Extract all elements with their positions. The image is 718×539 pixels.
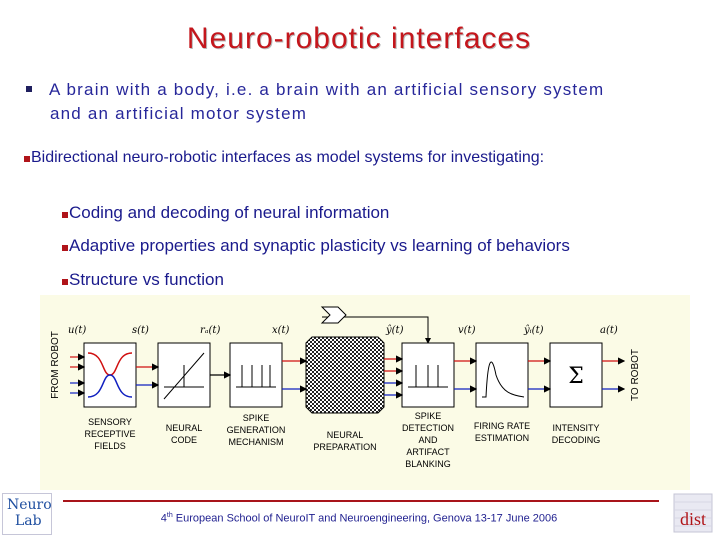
signal-label: a(t) [600,325,618,336]
svg-text:BLANKING: BLANKING [405,459,451,469]
svg-text:DECODING: DECODING [552,435,601,445]
bullet1-line1: A brain with a body, i.e. a brain with a… [49,80,605,99]
bullet-square-icon [62,245,68,251]
bullet-square-icon [24,156,30,162]
neuro-robotic-diagram: FROM ROBOT TO ROBOT u(t) s(t) rₐ(t) x(t)… [40,295,690,490]
slide-title: Neuro-robotic interfaces [186,22,532,55]
signal-label: s(t) [132,325,149,336]
svg-text:ARTIFACT: ARTIFACT [406,447,450,457]
sigma-icon: Σ [568,364,584,389]
caption-neural-code: NEURAL [166,423,203,433]
svg-text:PREPARATION: PREPARATION [313,442,376,452]
subbullet-plasticity: Adaptive properties and synaptic plastic… [62,236,570,256]
svg-text:dist: dist [680,509,706,529]
bullet1-line2: and an artificial motor system [50,104,308,123]
signal-label: v(t) [458,325,476,336]
block-neural-preparation [305,336,385,414]
bullet-square-icon [62,212,68,218]
to-robot-label: TO ROBOT [630,349,641,401]
block-spike-generation [229,342,283,408]
signal-label: ŷ(t) [385,325,404,336]
detected-spikes-symbol [408,365,448,388]
caption-neural-preparation: NEURAL [327,430,364,440]
svg-text:GENERATION: GENERATION [227,425,286,435]
subbullet-coding: Coding and decoding of neural informatio… [62,203,389,223]
signal-label: u(t) [68,325,86,336]
svg-text:AND: AND [418,435,438,445]
svg-text:CODE: CODE [171,435,197,445]
bullet-bidirectional: Bidirectional neuro-robotic interfaces a… [24,147,584,168]
signal-label: ŷᵢ(t) [523,325,544,336]
signal-label: x(t) [272,325,290,336]
subbullet-structure: Structure vs function [62,270,224,290]
svg-text:FIELDS: FIELDS [94,441,126,451]
svg-text:RECEPTIVE: RECEPTIVE [84,429,135,439]
footer-divider [63,500,659,502]
svg-text:MECHANISM: MECHANISM [228,437,283,447]
footer-text: 4th European School of NeuroIT and Neuro… [160,512,558,525]
receptive-blue-curve [87,374,133,398]
signal-label: rₐ(t) [200,325,220,336]
neural-code-symbol [163,352,205,400]
bullet-brain-body: A brain with a body, i.e. a brain with a… [26,78,604,126]
caption-firing-rate: FIRING RATE [474,421,530,431]
from-robot-label: FROM ROBOT [50,331,61,399]
amplifier-icon [320,306,347,324]
svg-text:DETECTION: DETECTION [402,423,454,433]
neurolab-logo: Neuro Lab [2,493,52,535]
dist-logo: dist [673,493,713,533]
bullet2-text: Bidirectional neuro-robotic interfaces a… [31,149,545,166]
diagram-svg: FROM ROBOT TO ROBOT u(t) s(t) rₐ(t) x(t)… [50,306,641,469]
feedback-line [322,316,431,344]
caption-receptive: SENSORY [88,417,132,427]
block-intensity-decoding [549,342,603,408]
caption-spike-detection: SPIKE [415,411,442,421]
bullet-square-icon [26,85,32,92]
caption-intensity-decoding: INTENSITY [552,423,599,433]
spike-train-symbol [236,365,276,388]
firing-rate-curve [482,361,525,398]
caption-spike-generation: SPIKE [243,413,270,423]
bullet-square-icon [62,279,68,285]
svg-text:ESTIMATION: ESTIMATION [475,433,529,443]
